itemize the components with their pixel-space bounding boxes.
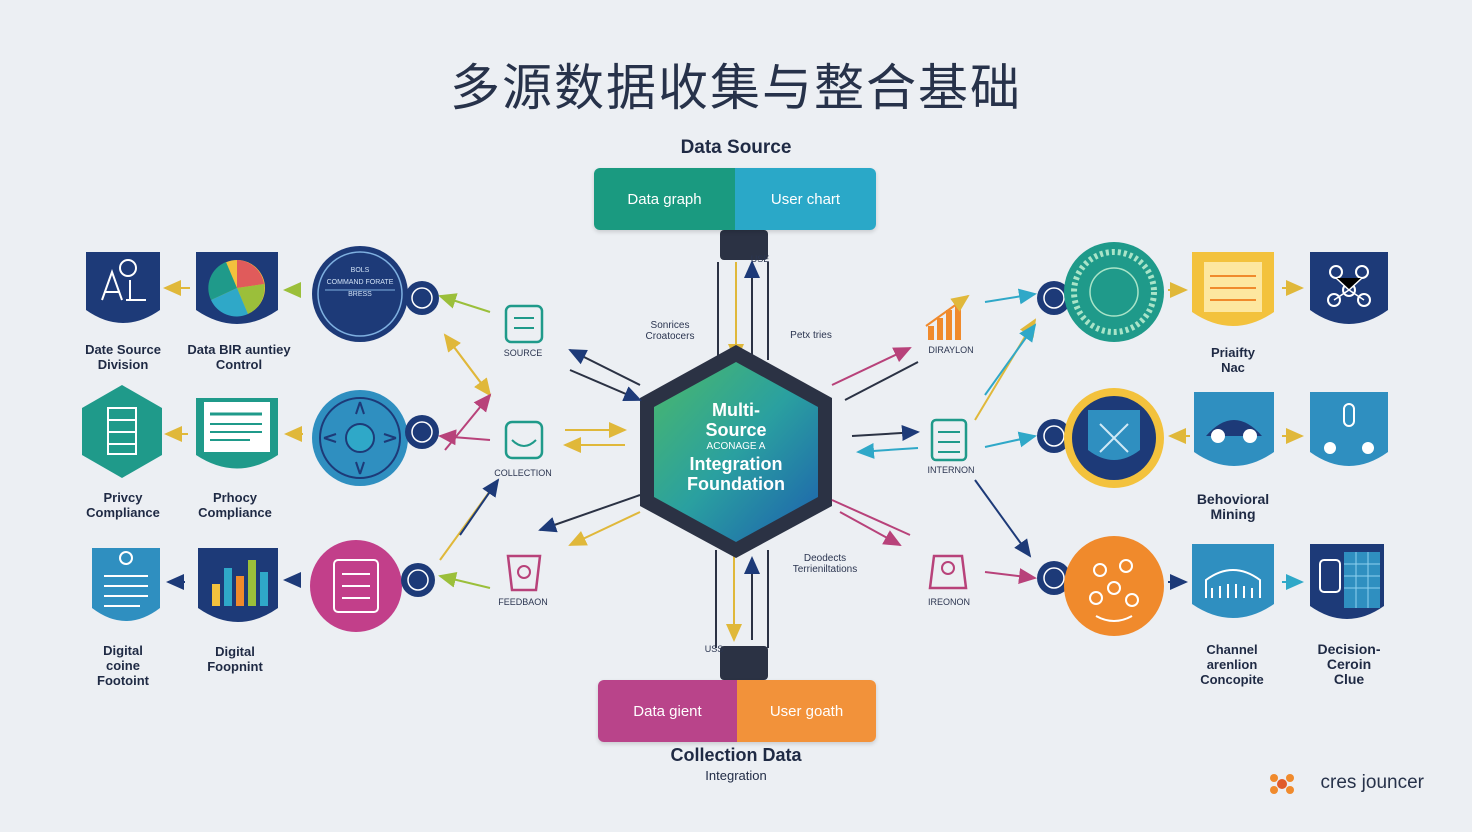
top-heading: Data Source: [680, 137, 792, 158]
inner-right-label-1: INTERNON: [927, 465, 975, 475]
badge-profile-icon-3: [401, 563, 435, 597]
circle-compass-icon: [312, 390, 408, 486]
left-label-4: Digital coine Footoint: [97, 643, 149, 688]
bottom-left-block: Data gient: [598, 680, 737, 742]
shield-molecule-icon: [1310, 252, 1388, 324]
left-label-2: Privcy Compliance: [86, 490, 160, 520]
left-label-5: Digital Foopnint: [207, 644, 263, 674]
top-right-block: User chart: [735, 168, 876, 230]
shield-form-icon: [92, 548, 160, 621]
right-label-2: Channel arenlion Concopite: [1200, 642, 1264, 687]
badge-profile-icon-5: [1037, 419, 1071, 453]
document-shield-icon: [196, 398, 278, 469]
person-icon: [928, 554, 968, 590]
shield-people-icon: [1310, 392, 1388, 466]
hex-right-arrows: [831, 347, 920, 546]
note-bottom-right: Deodects Terrieniltations: [792, 553, 858, 575]
hexagon-database-icon: [82, 385, 162, 478]
shield-bar-chart-icon: [198, 548, 278, 622]
circle-shield-icon: [1064, 388, 1164, 488]
inner-right-label-2: IREONON: [927, 597, 970, 607]
badge-profile-icon-6: [1037, 561, 1071, 595]
inner-left-label-2: FEEDBAON: [498, 597, 548, 607]
page-title: 多源数据收集与整合基础: [450, 59, 1022, 117]
circle-network-icon: [1064, 536, 1164, 636]
circle-command-text: BOLS COMMAND FORATE BRESS: [326, 267, 394, 298]
left-label-3: Prhocy Compliance: [198, 490, 272, 520]
left-label-1: Data BIR auntiey Control: [187, 342, 291, 372]
bottom-heading: Collection Data: [670, 745, 802, 765]
note-top-left: Sonrices Croatocers: [645, 320, 695, 342]
shield-document-grid-icon: [1310, 544, 1384, 619]
center-small: ACONAGE A: [706, 441, 766, 452]
inner-left-label-0: SOURCE: [503, 348, 543, 358]
bottom-collection-bar: Data gient User goath: [598, 680, 876, 742]
bottom-connector: [715, 550, 769, 680]
shield-list-icon: [1192, 252, 1274, 326]
circle-command-icon: [312, 246, 408, 342]
shield-pie-chart-icon: [196, 252, 278, 324]
left-connector-arrows: [163, 280, 500, 590]
brand-name: cres jouncer: [1320, 772, 1425, 793]
right-label-0: Priaifty Nac: [1210, 345, 1256, 375]
circle-gear-icon: [1064, 242, 1164, 342]
bottom-connector-label: USS: [704, 644, 724, 654]
source-icon: [504, 304, 544, 344]
hex-left-arrows: [538, 349, 642, 546]
top-left-block: Data graph: [594, 168, 735, 230]
right-connector-arrows: [974, 280, 1304, 590]
right-label-3: Decision- Ceroin Clue: [1317, 641, 1381, 687]
center-line-4: Foundation: [687, 474, 785, 494]
center-line-2: Source: [705, 420, 767, 440]
shield-hand-icon: [1192, 544, 1274, 618]
integration-icon: [930, 418, 968, 462]
bottom-right-block: User goath: [737, 680, 876, 742]
brand-logo-icon: [1270, 774, 1294, 794]
top-connector-label: USE: [750, 254, 770, 264]
inner-left-label-1: COLLECTION: [494, 468, 552, 478]
center-line-1: Multi-: [712, 400, 760, 420]
collection-icon: [504, 420, 544, 460]
central-hexagon: [640, 345, 832, 558]
shield-eye-icon: [1194, 392, 1274, 466]
top-connector: [717, 230, 769, 362]
feedback-icon: [506, 554, 542, 592]
right-label-1: Behovioral Mining: [1196, 491, 1270, 522]
top-source-bar: Data graph User chart: [594, 168, 876, 230]
center-line-3: Integration: [689, 454, 783, 474]
inner-right-label-0: DIRAYLON: [928, 345, 974, 355]
circle-document-icon: [310, 540, 402, 632]
badge-profile-icon-2: [405, 415, 439, 449]
shield-analytics-icon: [86, 252, 160, 323]
badge-profile-icon-1: [405, 281, 439, 315]
growth-chart-icon: [925, 294, 970, 340]
badge-profile-icon-4: [1037, 281, 1071, 315]
bottom-subheading: Integration: [705, 768, 767, 783]
note-top-right: Petx tries: [790, 330, 832, 341]
left-label-0: Date Source Division: [85, 342, 161, 372]
center-hex-label: Multi- Source ACONAGE A Integration Foun…: [636, 400, 836, 494]
brand-mark: cres jouncer: [1321, 772, 1425, 794]
